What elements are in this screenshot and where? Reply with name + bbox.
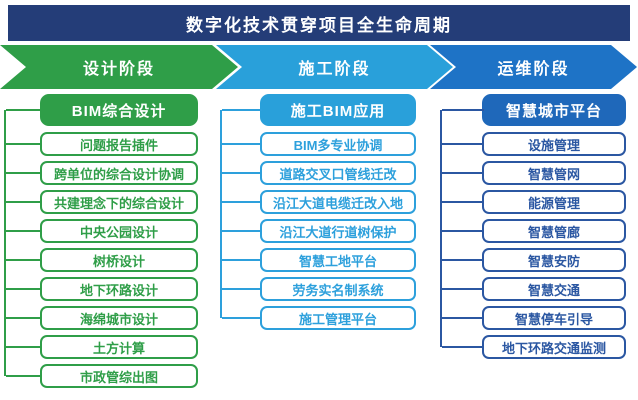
node-label: 能源管理 — [527, 195, 580, 211]
node-label: 智慧交通 — [527, 282, 580, 298]
diagram-node: 智慧工地平台 — [222, 248, 416, 272]
node-label: 共建理念下的综合设计 — [53, 195, 184, 211]
diagram-node: 共建理念下的综合设计 — [6, 190, 198, 214]
diagram-node: 设施管理 — [442, 132, 626, 156]
node-label: 地下环路设计 — [79, 282, 158, 298]
construction-column: 施工BIM应用 BIM多专业协调 道路交叉口管线迁改 沿江大道电缆迁改入地 沿江… — [220, 94, 416, 394]
diagram-node: 海绵城市设计 — [6, 306, 198, 330]
diagram-node: 跨单位的综合设计协调 — [6, 161, 198, 185]
node-label: 智慧工地平台 — [298, 253, 377, 269]
diagram-node: 地下环路设计 — [6, 277, 198, 301]
column-header-node: BIM综合设计 — [6, 94, 198, 126]
node-label: 沿江大道电缆迁改入地 — [272, 195, 403, 211]
diagram-node: 中央公园设计 — [6, 219, 198, 243]
node-label: 智慧安防 — [527, 253, 580, 269]
diagram-node: 道路交叉口管线迁改 — [222, 161, 416, 185]
diagram-node: BIM多专业协调 — [222, 132, 416, 156]
phase-arrow-construction: 施工阶段 — [216, 45, 453, 89]
node-label: BIM多专业协调 — [293, 137, 383, 153]
diagram-node: 问题报告插件 — [6, 132, 198, 156]
diagram-title: 数字化技术贯穿项目全生命周期 — [8, 5, 630, 41]
node-label: 智慧管廊 — [527, 224, 580, 240]
node-label: 设施管理 — [527, 137, 580, 153]
node-label: 施工管理平台 — [298, 311, 377, 327]
node-label: 智慧停车引导 — [514, 311, 593, 327]
diagram-node: 施工管理平台 — [222, 306, 416, 330]
node-label: 树桥设计 — [92, 253, 145, 269]
connector-bracket — [220, 110, 222, 318]
node-label: 跨单位的综合设计协调 — [53, 166, 184, 182]
diagram-node: 地下环路交通监测 — [442, 335, 626, 359]
diagram-node: 智慧交通 — [442, 277, 626, 301]
diagram-node: 市政管综出图 — [6, 364, 198, 388]
node-label: 道路交叉口管线迁改 — [279, 166, 397, 182]
phase-label: 设计阶段 — [82, 61, 155, 78]
operations-column: 智慧城市平台 设施管理 智慧管网 能源管理 智慧管廊 智慧安防 智慧交通 智慧停… — [440, 94, 626, 394]
node-label: BIM综合设计 — [71, 102, 167, 120]
diagram-node: 沿江大道电缆迁改入地 — [222, 190, 416, 214]
phase-arrow-operations: 运维阶段 — [430, 45, 637, 89]
phase-arrow-design: 设计阶段 — [0, 45, 238, 89]
phase-label: 施工阶段 — [298, 61, 371, 78]
node-label: 市政管综出图 — [79, 369, 158, 385]
diagram-node: 智慧安防 — [442, 248, 626, 272]
diagram-node: 智慧管廊 — [442, 219, 626, 243]
diagram-node: 能源管理 — [442, 190, 626, 214]
diagram-node: 土方计算 — [6, 335, 198, 359]
connector-bracket — [440, 110, 442, 347]
diagram-node: 劳务实名制系统 — [222, 277, 416, 301]
node-label: 沿江大道行道树保护 — [279, 224, 397, 240]
diagram-node: 智慧停车引导 — [442, 306, 626, 330]
node-label: 地下环路交通监测 — [501, 340, 606, 356]
node-label: 海绵城市设计 — [79, 311, 158, 327]
diagram-title-label: 数字化技术贯穿项目全生命周期 — [186, 15, 452, 35]
diagram-node: 树桥设计 — [6, 248, 198, 272]
node-label: 劳务实名制系统 — [292, 282, 384, 298]
column-header-node: 智慧城市平台 — [442, 94, 626, 126]
diagram-node: 智慧管网 — [442, 161, 626, 185]
column-header-node: 施工BIM应用 — [222, 94, 416, 126]
node-label: 智慧管网 — [527, 166, 580, 182]
node-label: 问题报告插件 — [79, 137, 158, 153]
node-label: 中央公园设计 — [79, 224, 158, 240]
design-column: BIM综合设计 问题报告插件 跨单位的综合设计协调 共建理念下的综合设计 中央公… — [4, 94, 198, 394]
phase-label: 运维阶段 — [497, 61, 570, 78]
diagram-node: 沿江大道行道树保护 — [222, 219, 416, 243]
node-label: 施工BIM应用 — [290, 102, 386, 120]
node-label: 土方计算 — [92, 340, 145, 356]
node-label: 智慧城市平台 — [505, 102, 602, 120]
connector-bracket — [4, 110, 6, 376]
